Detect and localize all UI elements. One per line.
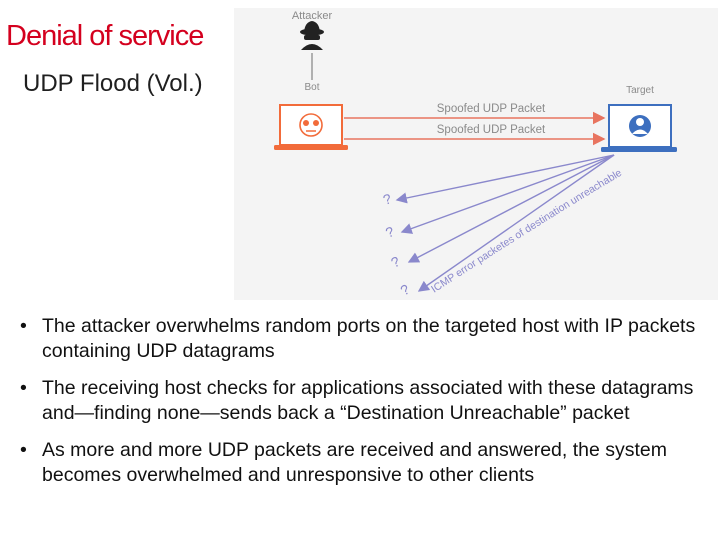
- unknown-port-marker-1: ?: [381, 190, 394, 208]
- bot-icon: [299, 113, 323, 137]
- bot-label: Bot: [304, 82, 319, 93]
- unknown-port-marker-4: ?: [398, 281, 413, 299]
- attacker-label: Attacker: [292, 10, 333, 22]
- icmp-arrow-1: [395, 154, 615, 204]
- packet-label-2: Spoofed UDP Packet: [437, 124, 546, 136]
- slide-subtitle: UDP Flood (Vol.): [23, 70, 203, 97]
- icmp-arrow-3: [407, 154, 615, 263]
- bullet-item: •The receiving host checks for applicati…: [20, 377, 694, 424]
- icmp-arrow-4: [417, 154, 615, 292]
- user-icon: [629, 115, 651, 137]
- packet-label-1: Spoofed UDP Packet: [437, 103, 546, 115]
- target-label: Target: [626, 85, 654, 96]
- bullet-item: •As more and more UDP packets are receiv…: [20, 439, 668, 486]
- slide-title: Denial of service: [6, 20, 204, 52]
- diagram-canvas: Attacker Bot Target: [274, 10, 677, 299]
- hacker-icon: [300, 21, 324, 50]
- unknown-port-marker-2: ?: [383, 223, 396, 241]
- udp-flood-diagram: Attacker Bot Target: [234, 8, 718, 300]
- bot-laptop: [274, 104, 348, 150]
- unknown-port-marker-3: ?: [388, 253, 402, 271]
- bullet-item: •The attacker overwhelms random ports on…: [20, 315, 696, 362]
- bullet-list: •The attacker overwhelms random ports on…: [16, 314, 706, 500]
- icmp-arrow-2: [400, 154, 615, 234]
